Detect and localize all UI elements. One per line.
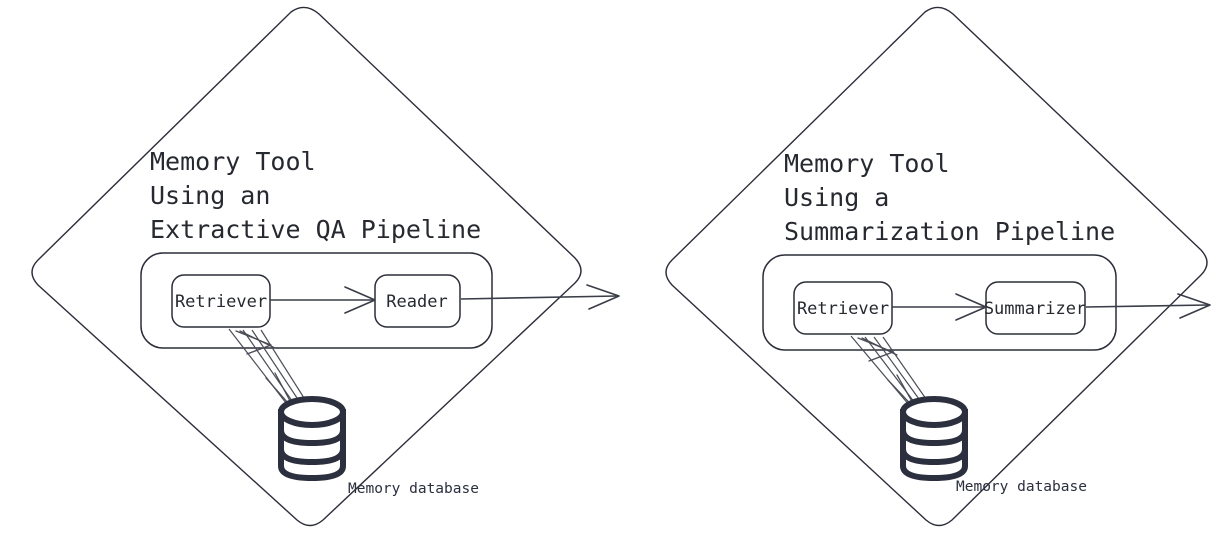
panel-title-line-2: Using an: [150, 181, 270, 210]
panel-summarization: Memory Tool Using a Summarization Pipeli…: [665, 6, 1211, 527]
arrow-summarizer-to-output: [1085, 293, 1211, 319]
arrow-retriever-to-summarizer: [892, 293, 987, 321]
panel-extractive-qa: Memory Tool Using an Extractive QA Pipel…: [31, 6, 620, 527]
memory-database-icon: [278, 396, 346, 482]
pipeline-container: [762, 254, 1117, 351]
node-retriever-label: Retriever: [797, 299, 889, 319]
arrow-reader-to-output: [460, 284, 620, 310]
memory-database-label: Memory database: [348, 481, 479, 497]
memory-database-label: Memory database: [956, 479, 1087, 495]
node-retriever-box[interactable]: [793, 281, 893, 335]
pipeline-container: [140, 252, 493, 349]
node-summarizer-label: Summarizer: [984, 299, 1086, 319]
panel-title-line-1: Memory Tool: [150, 147, 316, 176]
node-reader-box[interactable]: [374, 274, 461, 328]
arrow-retriever-to-reader: [270, 286, 376, 314]
panel-title-line-3: Summarization Pipeline: [784, 217, 1115, 246]
node-summarizer-box[interactable]: [985, 281, 1086, 335]
memory-database-icon: [900, 396, 968, 482]
panel-title-line-1: Memory Tool: [784, 149, 950, 178]
node-retriever-label: Retriever: [175, 292, 267, 312]
node-retriever-box[interactable]: [171, 274, 271, 328]
node-reader-label: Reader: [386, 292, 447, 312]
panel-boundary-diamond: [31, 6, 582, 527]
panel-title-line-2: Using a: [784, 183, 889, 212]
panel-title-line-3: Extractive QA Pipeline: [150, 215, 481, 244]
panel-boundary-diamond: [665, 6, 1208, 527]
